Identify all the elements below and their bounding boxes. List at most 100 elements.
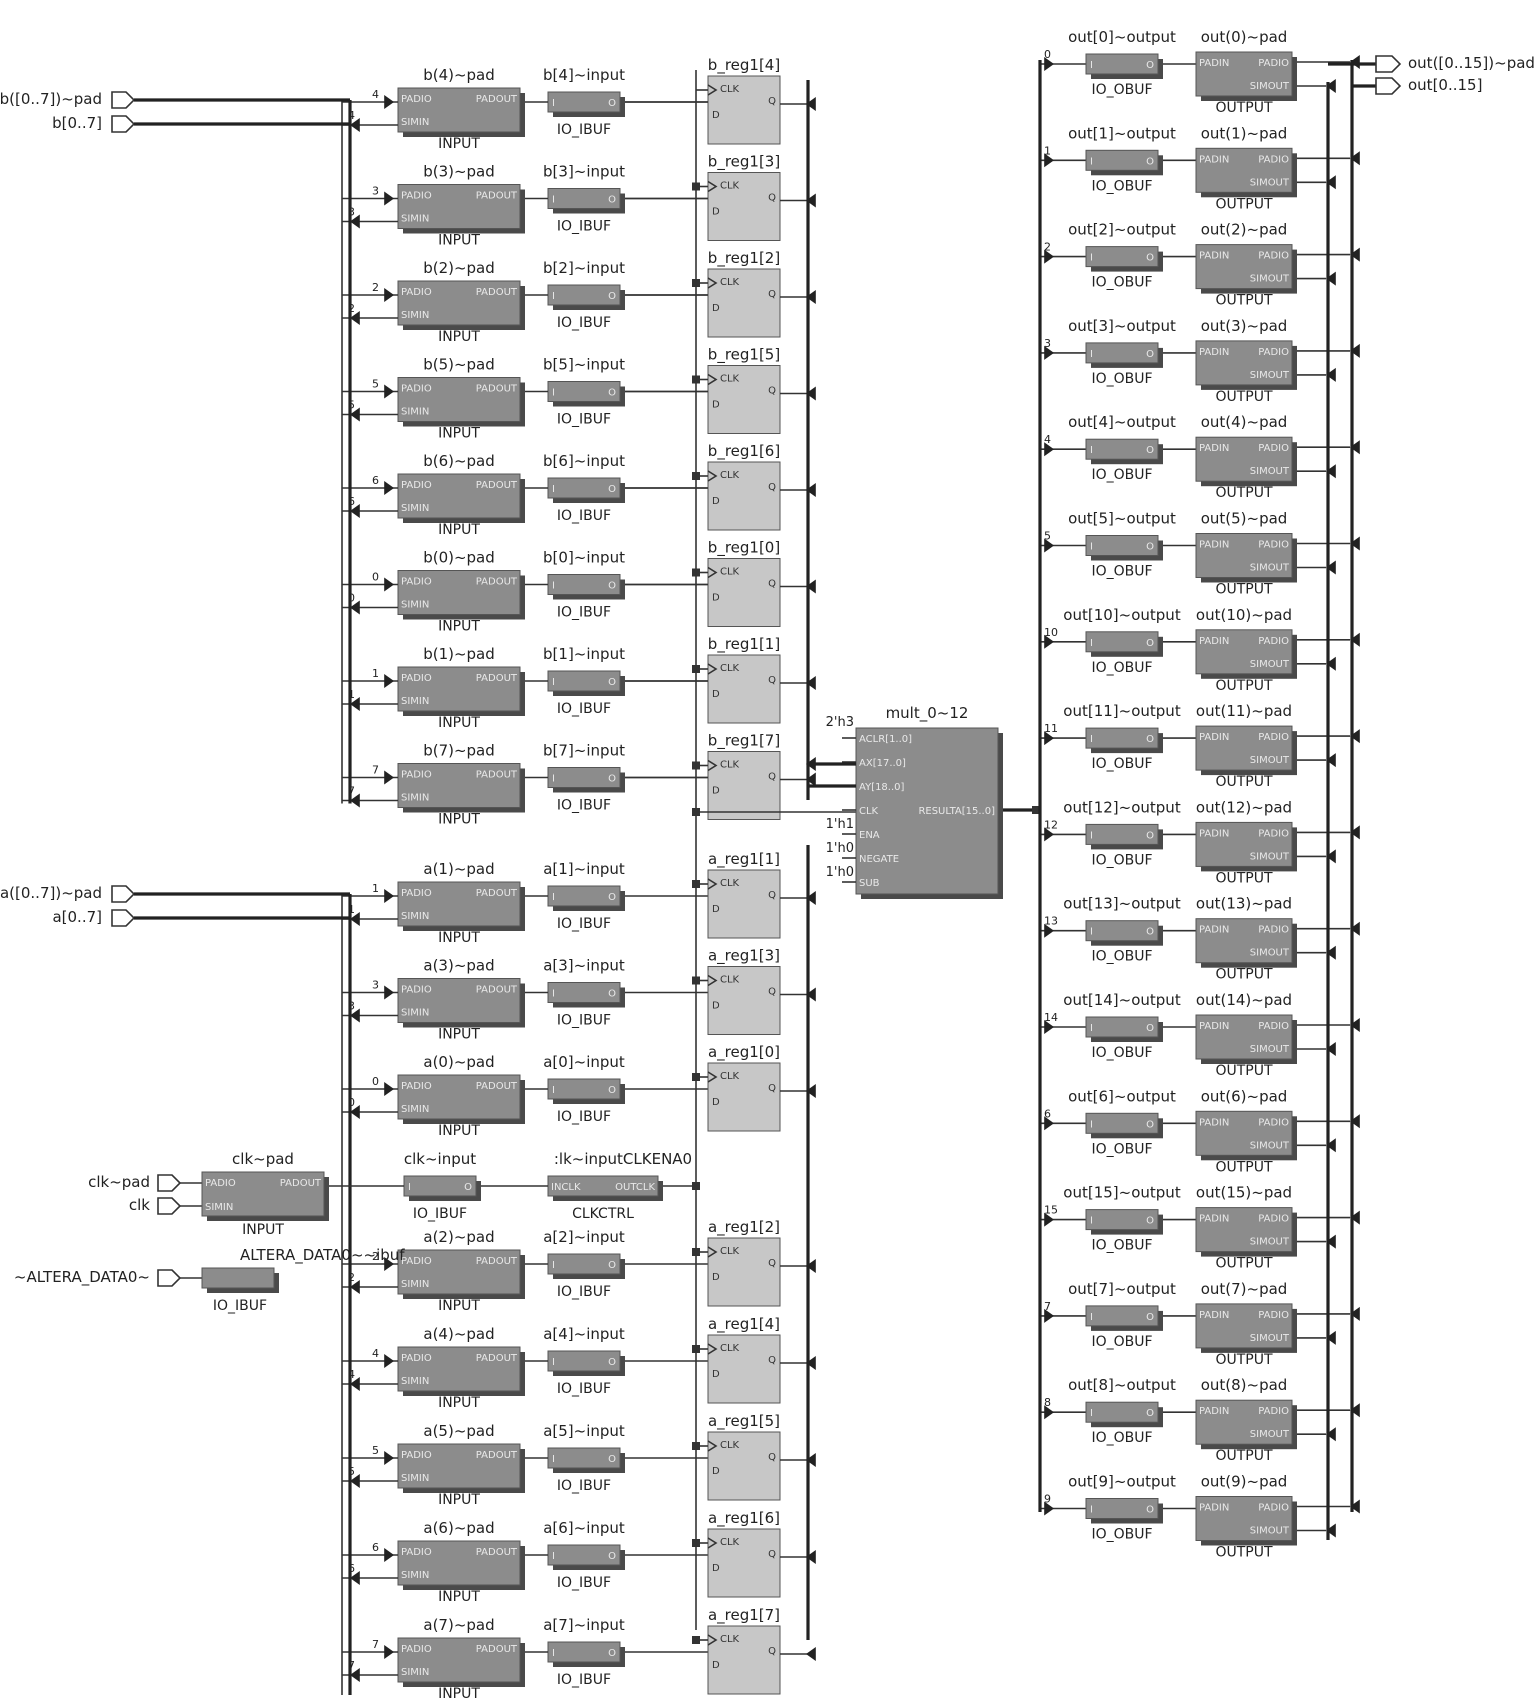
clk-port[interactable] <box>157 1197 182 1215</box>
multiplier-block[interactable]: ACLR[1..0]AX[17..0]AY[18..0]CLKENANEGATE… <box>855 727 1003 899</box>
altera-port[interactable] <box>157 1269 182 1287</box>
out-sim-port[interactable] <box>1375 77 1402 95</box>
altera-io-ibuf[interactable] <box>201 1267 279 1293</box>
b-bus-port[interactable] <box>111 91 136 109</box>
bit-index: 15 <box>1044 1204 1058 1217</box>
a-sim-port[interactable] <box>111 909 136 927</box>
pad-label: out(5)~pad <box>1201 510 1288 528</box>
b-sim-port[interactable] <box>111 115 136 133</box>
pin-padio: PADIO <box>401 985 432 996</box>
pad-label: out(12)~pad <box>1196 798 1292 816</box>
a-bus-port[interactable] <box>111 885 136 903</box>
clk-pad-port[interactable] <box>157 1174 182 1192</box>
bus-arrow <box>806 757 816 771</box>
out-bus-port[interactable] <box>1375 55 1402 73</box>
